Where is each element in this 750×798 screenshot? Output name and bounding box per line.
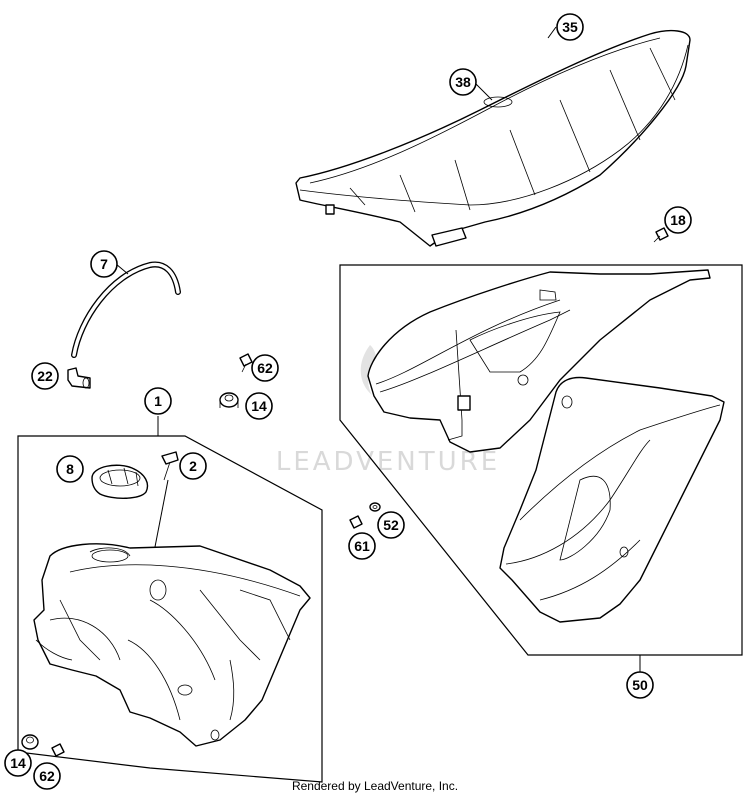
- svg-text:62: 62: [39, 768, 55, 784]
- side-panels-frame: [339, 264, 743, 656]
- bolt-18-part: [653, 227, 669, 243]
- svg-text:38: 38: [455, 74, 471, 90]
- svg-text:62: 62: [257, 360, 273, 376]
- callout-50: 50: [626, 671, 654, 699]
- callout-2: 2: [179, 452, 207, 480]
- callout-14-upper: 14: [245, 392, 273, 420]
- fuel-tank-part: [33, 543, 311, 747]
- svg-text:22: 22: [37, 368, 53, 384]
- svg-text:35: 35: [562, 19, 578, 35]
- screw-62-upper-part: [239, 353, 253, 373]
- leader-38: [475, 83, 493, 101]
- footer-credit: Rendered by LeadVenture, Inc.: [292, 779, 458, 793]
- watermark-text: LEADVENTURE: [276, 447, 500, 477]
- fuel-cap-part: [91, 464, 149, 499]
- svg-text:18: 18: [670, 212, 686, 228]
- svg-text:61: 61: [354, 538, 370, 554]
- svg-text:8: 8: [66, 461, 74, 477]
- callout-1: 1: [144, 387, 172, 415]
- callout-22: 22: [31, 362, 59, 390]
- seat-part: [295, 29, 691, 247]
- side-panel-front-part: [499, 376, 725, 623]
- svg-text:7: 7: [100, 256, 108, 272]
- svg-text:52: 52: [383, 517, 399, 533]
- svg-text:14: 14: [251, 398, 267, 414]
- callout-14-lower: 14: [4, 749, 32, 777]
- breather-hose-part: [71, 261, 181, 358]
- screw-2-part: [161, 451, 179, 481]
- svg-text:2: 2: [189, 458, 197, 474]
- callout-7: 7: [90, 250, 118, 278]
- callout-18: 18: [664, 206, 692, 234]
- leader-35: [547, 26, 557, 39]
- callout-62-upper: 62: [251, 354, 279, 382]
- leader-7: [115, 263, 129, 275]
- washer-14-upper-part: [219, 392, 239, 408]
- side-panel-rear-part: [367, 269, 711, 453]
- callout-62-lower: 62: [33, 762, 61, 790]
- leader-2: [153, 479, 169, 553]
- washer-52-part: [369, 502, 381, 512]
- callout-38: 38: [449, 68, 477, 96]
- screw-61-part: [349, 515, 363, 529]
- svg-text:14: 14: [10, 755, 26, 771]
- callout-52: 52: [377, 511, 405, 539]
- callout-35: 35: [556, 13, 584, 41]
- svg-text:1: 1: [154, 393, 162, 409]
- svg-text:50: 50: [632, 677, 648, 693]
- screw-62-lower-part: [51, 743, 65, 757]
- elbow-fitting-part: [67, 367, 91, 389]
- callout-8: 8: [56, 455, 84, 483]
- callout-61: 61: [348, 532, 376, 560]
- washer-14-lower-part: [21, 734, 39, 750]
